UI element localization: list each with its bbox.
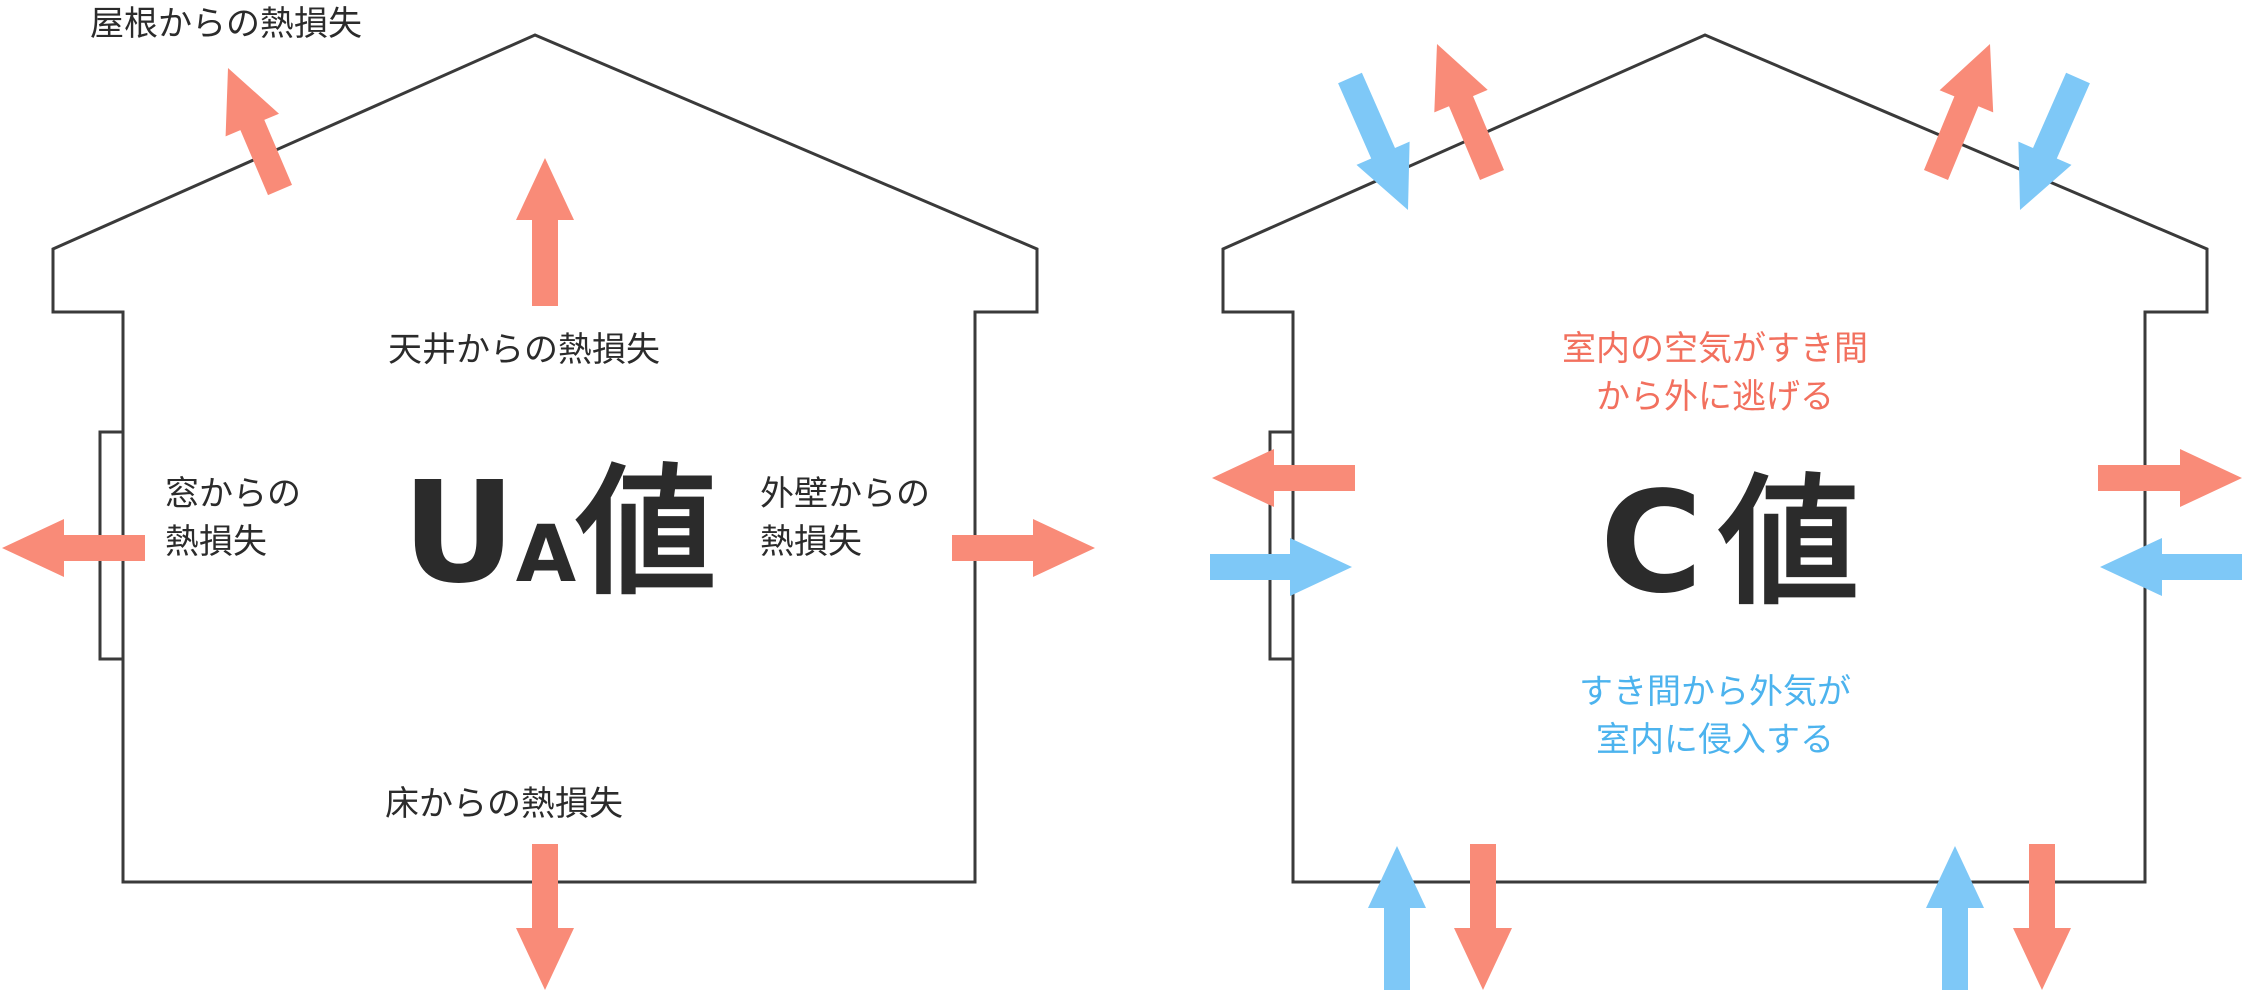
air-escape-label-line1: 室内の空気がすき間 <box>1562 329 1868 369</box>
floor-infiltration-arrow-right <box>1926 846 1984 990</box>
c-title-c: C <box>1600 462 1703 625</box>
wall-escape-arrow <box>2098 449 2242 507</box>
window-heat-loss-label: 窓からの 熱損失 <box>165 470 301 566</box>
ua-title-a: A <box>515 510 577 600</box>
ceiling-heat-loss-label: 天井からの熱損失 <box>388 330 660 370</box>
window-infiltration-arrow <box>1210 538 1352 596</box>
roof-escape-arrow-left <box>1434 44 1504 180</box>
roof-heat-loss-label: 屋根からの熱損失 <box>90 4 362 44</box>
wall-infiltration-arrow <box>2100 538 2242 596</box>
roof-heat-loss-arrow <box>225 68 292 196</box>
roof-escape-arrow-right <box>1924 44 1994 180</box>
wall-heat-loss-arrow <box>952 519 1095 577</box>
window-escape-arrow <box>1212 449 1355 507</box>
ua-value-title: UA値 <box>402 464 716 604</box>
roof-infiltration-arrow-right <box>2018 72 2090 210</box>
ceiling-heat-loss-arrow <box>516 158 574 306</box>
air-escape-label: 室内の空気がすき間 から外に逃げる <box>1505 325 1925 421</box>
ua-title-u: U <box>402 452 516 615</box>
floor-escape-arrow-right <box>2013 844 2071 990</box>
floor-heat-loss-label: 床からの熱損失 <box>385 784 623 824</box>
air-infiltration-label: すき間から外気が 室内に侵入する <box>1505 668 1925 764</box>
wall-heat-loss-label-line2: 熱損失 <box>760 522 862 562</box>
air-infiltration-label-line2: 室内に侵入する <box>1596 720 1834 760</box>
wall-heat-loss-label-line1: 外壁からの <box>760 474 930 514</box>
arrows-layer <box>2 44 2242 990</box>
window-heat-loss-label-line1: 窓からの <box>165 474 301 514</box>
floor-escape-arrow-left <box>1454 844 1512 990</box>
ua-title-kanji: 値 <box>576 452 717 615</box>
window-heat-loss-label-line2: 熱損失 <box>165 522 267 562</box>
window-heat-loss-arrow <box>2 519 145 577</box>
c-title-kanji: 値 <box>1718 462 1859 625</box>
floor-infiltration-arrow-left <box>1368 846 1426 990</box>
roof-infiltration-arrow-left <box>1338 72 1410 210</box>
air-escape-label-line2: から外に逃げる <box>1596 377 1834 417</box>
c-house-walls <box>1221 33 2209 884</box>
wall-heat-loss-label: 外壁からの 熱損失 <box>760 470 930 566</box>
floor-heat-loss-arrow <box>516 844 574 990</box>
air-infiltration-label-line1: すき間から外気が <box>1579 672 1851 712</box>
